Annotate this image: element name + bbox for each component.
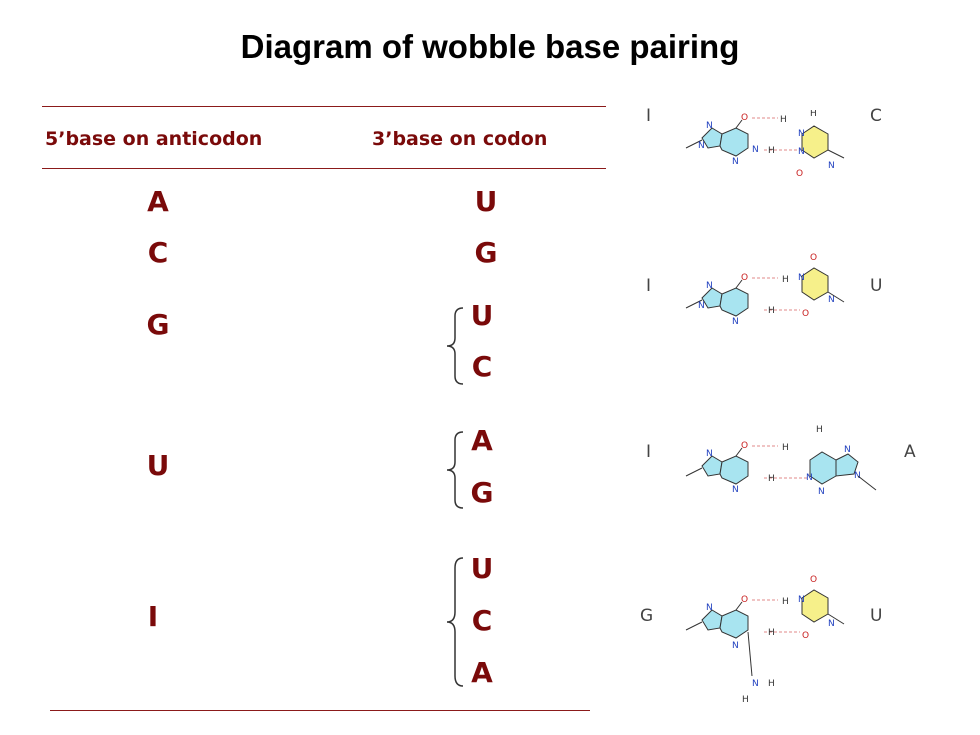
codon-base-c: C [471, 604, 493, 637]
table-top-rule [42, 106, 606, 107]
table-bottom-rule [50, 710, 590, 711]
codon-base-u: U [474, 185, 498, 218]
codon-base-u: U [470, 552, 494, 585]
codon-base-a: A [471, 656, 493, 689]
svg-text:N: N [798, 595, 805, 605]
page-title: Diagram of wobble base pairing [240, 28, 740, 65]
pair-left-label: I [646, 106, 652, 126]
svg-text:O: O [741, 441, 748, 451]
svg-text:H: H [782, 597, 789, 607]
codon-brace [446, 307, 464, 385]
svg-text:N: N [798, 129, 805, 139]
codon-base-g: G [470, 476, 494, 509]
svg-text:H: H [768, 679, 775, 689]
svg-text:N: N [798, 273, 805, 283]
anticodon-base-i: I [147, 600, 159, 633]
svg-text:H: H [768, 146, 775, 156]
anticodon-base-a: A [147, 185, 169, 218]
pair-right-label: U [870, 276, 883, 296]
svg-text:N: N [828, 619, 835, 629]
codon-base-g: G [474, 236, 498, 269]
codon-brace [446, 431, 464, 509]
svg-text:O: O [741, 595, 748, 605]
pair-right-label: A [904, 442, 916, 462]
pair-right-label: U [870, 606, 883, 626]
svg-text:N: N [732, 317, 739, 327]
svg-text:N: N [844, 445, 851, 455]
pair-structure-i-c: O N N N N H H N N N H O [685, 110, 845, 179]
header-codon: 3’base on codon [372, 128, 548, 150]
svg-text:H: H [782, 275, 789, 285]
svg-text:O: O [741, 273, 748, 283]
svg-text:O: O [810, 575, 817, 585]
svg-text:H: H [780, 115, 787, 125]
svg-text:N: N [706, 121, 713, 131]
svg-text:N: N [698, 141, 705, 151]
svg-text:N: N [828, 161, 835, 171]
anticodon-base-c: C [147, 236, 169, 269]
svg-text:N: N [806, 473, 813, 483]
svg-text:N: N [854, 471, 861, 481]
svg-text:O: O [802, 309, 809, 319]
svg-text:H: H [782, 443, 789, 453]
svg-text:O: O [741, 113, 748, 123]
svg-text:N: N [818, 487, 825, 497]
svg-text:H: H [742, 695, 749, 705]
svg-text:N: N [706, 603, 713, 613]
pair-structure-g-u: O N N N H H H H O N N O [685, 575, 845, 705]
svg-text:N: N [732, 641, 739, 651]
pair-left-label: G [640, 606, 654, 626]
header-anticodon: 5’base on anticodon [45, 128, 263, 150]
svg-text:O: O [802, 631, 809, 641]
pair-left-label: I [646, 276, 652, 296]
pair-left-label: I [646, 442, 652, 462]
svg-text:H: H [810, 110, 817, 119]
svg-text:N: N [752, 679, 759, 689]
codon-base-c: C [471, 350, 493, 383]
pair-right-label: C [870, 106, 882, 126]
svg-text:N: N [706, 449, 713, 459]
svg-text:H: H [768, 474, 775, 484]
svg-text:H: H [768, 306, 775, 316]
codon-brace [446, 557, 464, 687]
codon-base-a: A [471, 424, 493, 457]
svg-text:N: N [798, 147, 805, 157]
svg-text:N: N [752, 145, 759, 155]
svg-text:O: O [796, 169, 803, 179]
svg-text:H: H [768, 628, 775, 638]
svg-text:N: N [706, 281, 713, 291]
pair-structure-i-a: O N N H H H N N N N [685, 425, 877, 497]
svg-text:H: H [816, 425, 823, 435]
svg-text:N: N [732, 485, 739, 495]
svg-text:N: N [828, 295, 835, 305]
pair-structure-i-u: O N N N H H O N N O [685, 253, 845, 327]
anticodon-base-u: U [146, 449, 170, 482]
svg-text:O: O [810, 253, 817, 263]
svg-text:N: N [732, 157, 739, 167]
codon-base-u: U [470, 299, 494, 332]
anticodon-base-g: G [146, 308, 170, 341]
svg-text:N: N [698, 301, 705, 311]
table-header-rule [42, 168, 606, 169]
